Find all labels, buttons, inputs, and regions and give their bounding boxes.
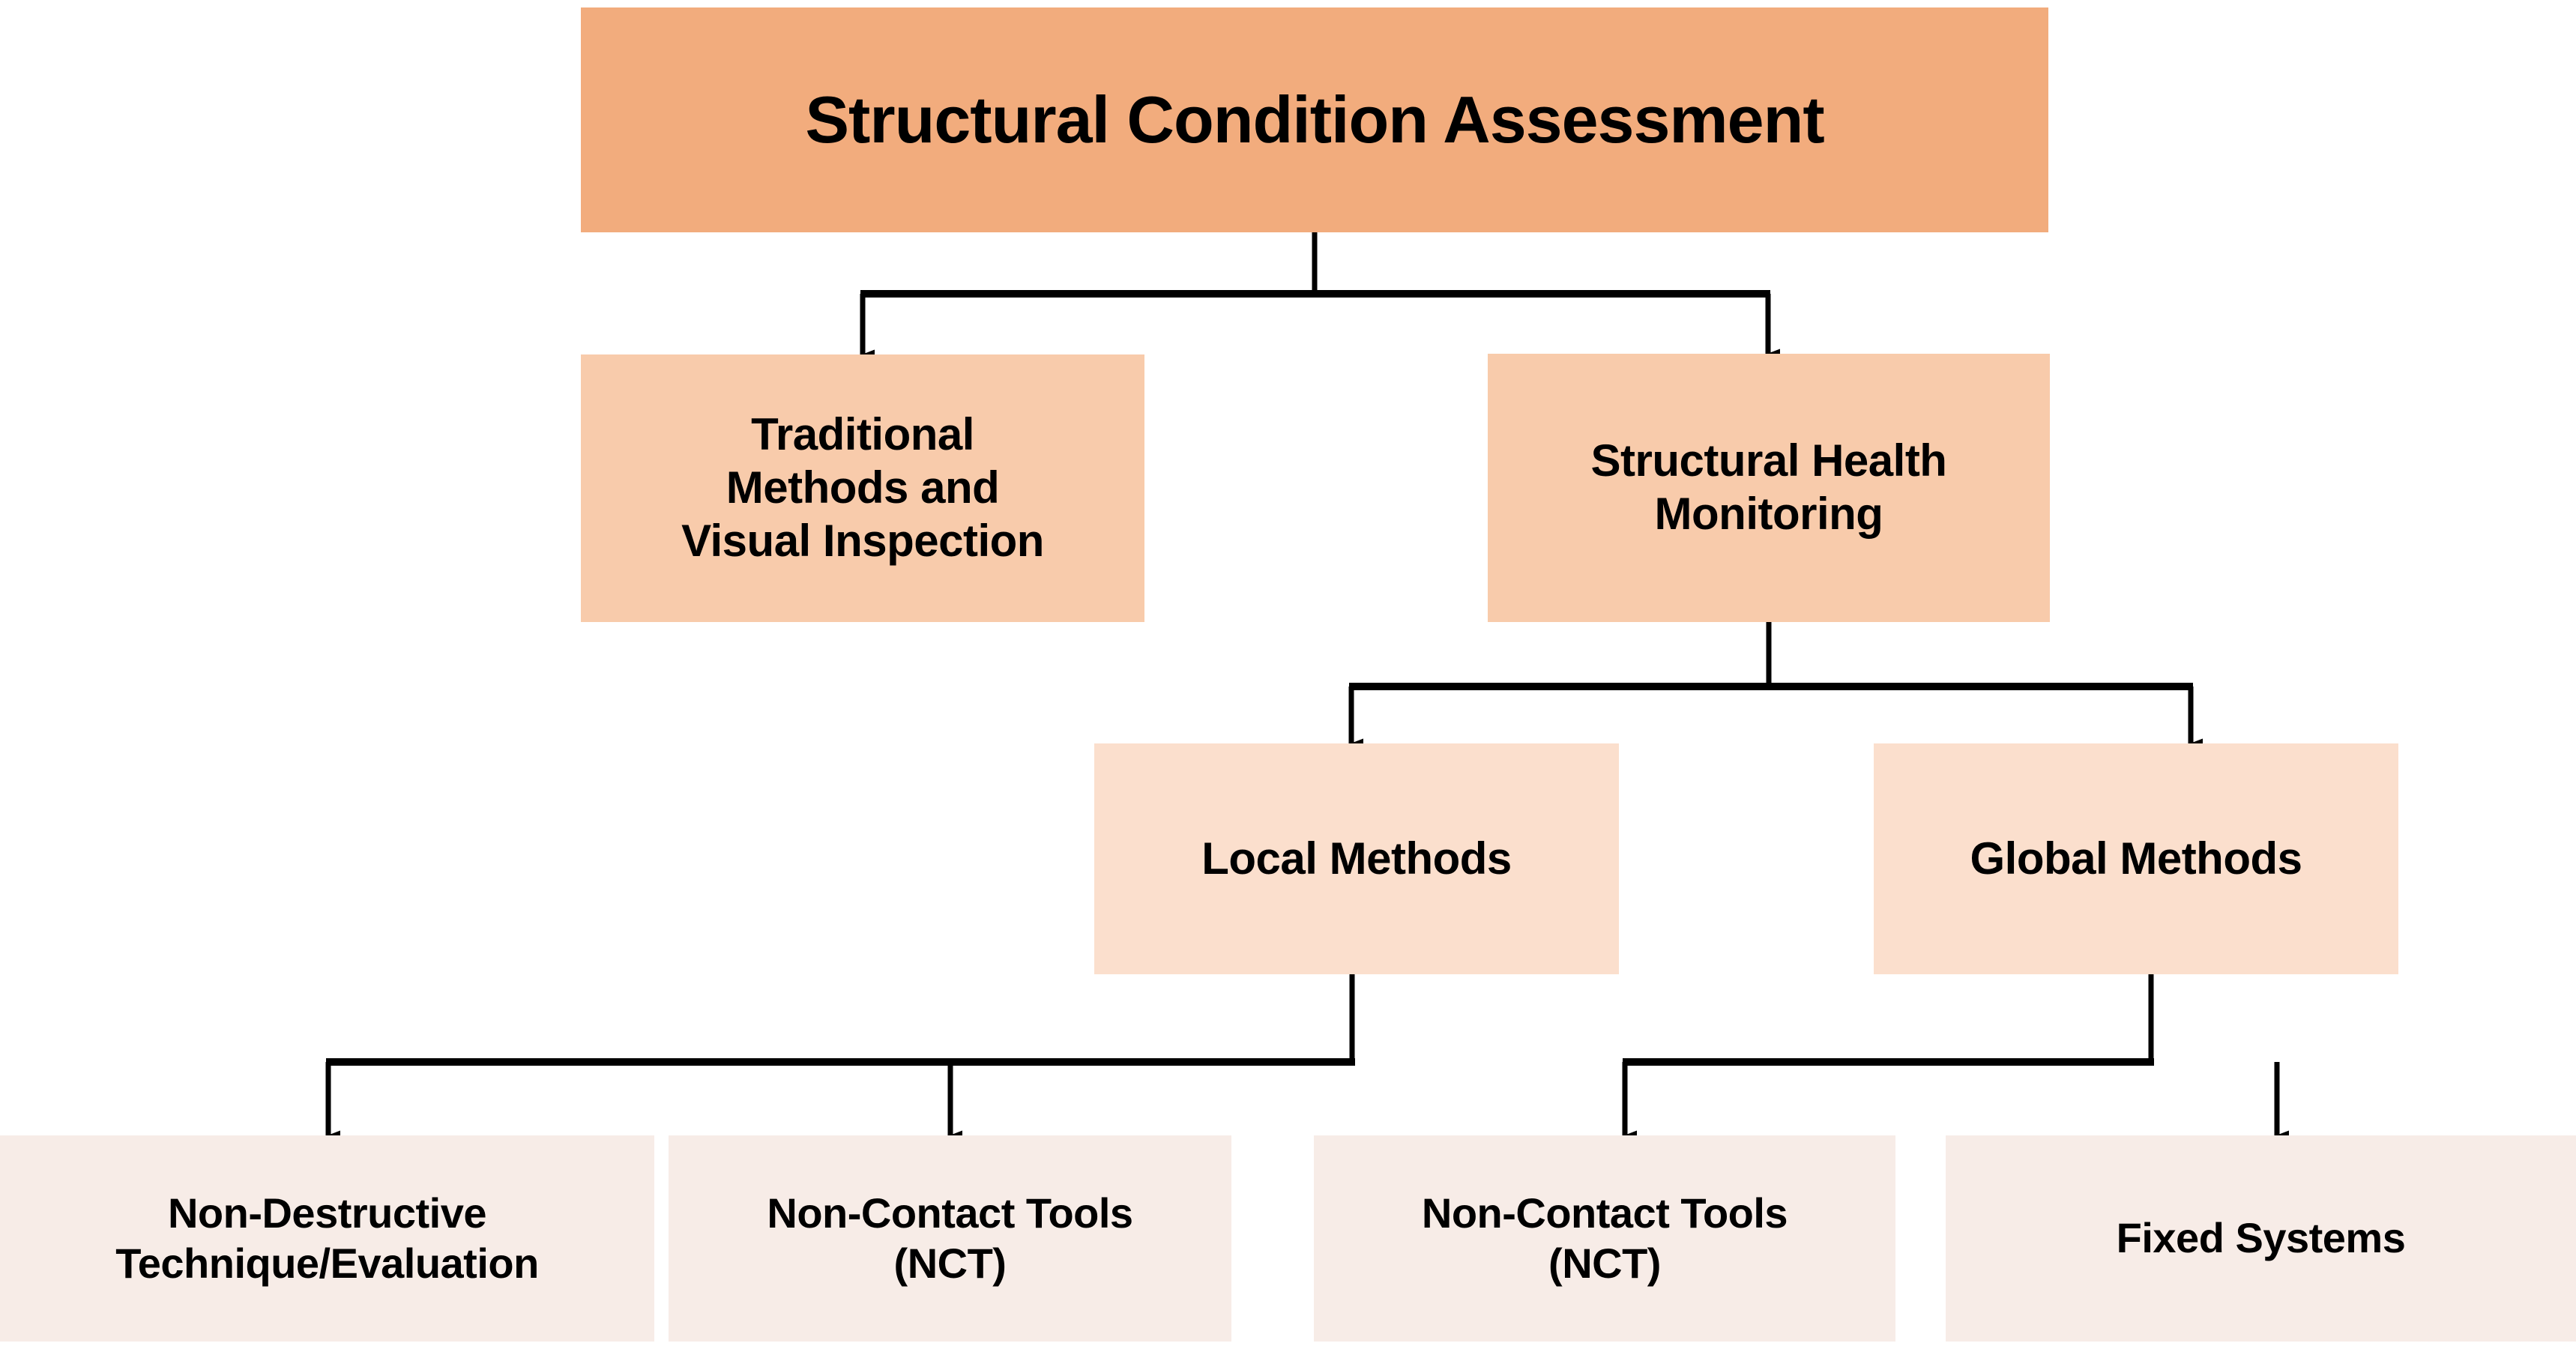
- node-label: Non-Destructive Technique/Evaluation: [115, 1189, 539, 1287]
- node-global-methods[interactable]: Global Methods: [1874, 743, 2398, 974]
- node-traditional-methods-and-visual-inspection[interactable]: Traditional Methods and Visual Inspectio…: [581, 354, 1144, 622]
- node-label: Non-Contact Tools (NCT): [767, 1189, 1133, 1287]
- node-label: Fixed Systems: [2116, 1214, 2406, 1262]
- node-local-methods[interactable]: Local Methods: [1094, 743, 1619, 974]
- node-non-contact-tools-global[interactable]: Non-Contact Tools (NCT): [1314, 1135, 1895, 1342]
- node-fixed-systems[interactable]: Fixed Systems: [1946, 1135, 2576, 1342]
- edge-local-to-level3: [325, 974, 1355, 1141]
- node-label: Traditional Methods and Visual Inspectio…: [681, 409, 1044, 566]
- node-structural-condition-assessment[interactable]: Structural Condition Assessment: [581, 7, 2048, 232]
- node-non-contact-tools-local[interactable]: Non-Contact Tools (NCT): [669, 1135, 1231, 1342]
- node-non-destructive-technique-evaluation[interactable]: Non-Destructive Technique/Evaluation: [0, 1135, 654, 1342]
- node-label: Non-Contact Tools (NCT): [1421, 1189, 1788, 1287]
- edge-global-to-level3: [1622, 974, 2289, 1141]
- node-label: Global Methods: [1970, 833, 2303, 884]
- node-label: Local Methods: [1201, 833, 1512, 884]
- edge-root-to-level1: [860, 232, 1780, 360]
- node-structural-health-monitoring[interactable]: Structural Health Monitoring: [1488, 354, 2050, 622]
- edge-shm-to-level2: [1348, 622, 2203, 749]
- node-label: Structural Condition Assessment: [805, 82, 1824, 157]
- node-label: Structural Health Monitoring: [1590, 435, 1947, 539]
